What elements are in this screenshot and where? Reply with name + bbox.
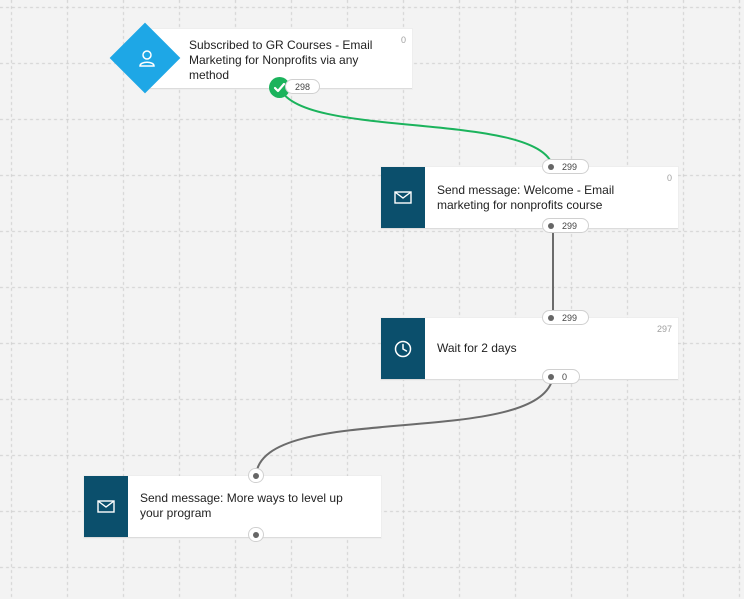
- more-ways-message-node[interactable]: Send message: More ways to level up your…: [84, 476, 381, 538]
- more-ways-input-dot: [253, 472, 259, 479]
- wire-wait-to-more[interactable]: [255, 376, 554, 477]
- wait-output-dot: [548, 373, 554, 380]
- envelope-icon: [97, 500, 115, 513]
- welcome-input-dot: [548, 163, 554, 170]
- wait-icon-box: [381, 318, 425, 379]
- welcome-in-count: 299: [562, 161, 578, 172]
- welcome-output-port[interactable]: 299: [542, 218, 589, 233]
- welcome-message-node[interactable]: Send message: Welcome - Email marketing …: [381, 167, 678, 229]
- welcome-count: 0: [666, 173, 672, 183]
- wait-input-dot: [548, 314, 554, 321]
- welcome-input-port[interactable]: 299: [542, 159, 589, 174]
- wait-count: 297: [656, 324, 672, 334]
- more-ways-title: Send message: More ways to level up your…: [140, 491, 343, 520]
- contact-icon: [139, 50, 155, 67]
- trigger-output-port[interactable]: 298: [285, 79, 320, 94]
- more-ways-input-port[interactable]: [248, 468, 264, 483]
- welcome-out-count: 299: [562, 220, 578, 231]
- trigger-out-count: 298: [294, 81, 311, 92]
- wait-output-port[interactable]: 0: [542, 369, 580, 384]
- wait-input-port[interactable]: 299: [542, 310, 589, 325]
- wait-node[interactable]: Wait for 2 days 297: [381, 318, 678, 380]
- welcome-icon-box: [381, 167, 425, 228]
- wait-out-count: 0: [562, 371, 568, 382]
- clock-icon: [394, 340, 412, 357]
- envelope-icon: [394, 191, 412, 204]
- wait-title: Wait for 2 days: [437, 341, 517, 355]
- welcome-output-dot: [548, 222, 554, 229]
- more-ways-output-port[interactable]: [248, 527, 264, 542]
- more-ways-icon-box: [84, 476, 128, 537]
- wire-trigger-to-welcome[interactable]: [279, 87, 554, 168]
- wait-in-count: 299: [562, 312, 578, 323]
- welcome-title: Send message: Welcome - Email marketing …: [437, 183, 615, 212]
- more-ways-output-dot: [253, 531, 259, 538]
- trigger-node[interactable]: Subscribed to GR Courses - Email Marketi…: [150, 29, 412, 89]
- trigger-title: Subscribed to GR Courses - Email Marketi…: [189, 38, 373, 82]
- trigger-count: 0: [400, 35, 406, 45]
- success-check-icon[interactable]: [269, 77, 290, 98]
